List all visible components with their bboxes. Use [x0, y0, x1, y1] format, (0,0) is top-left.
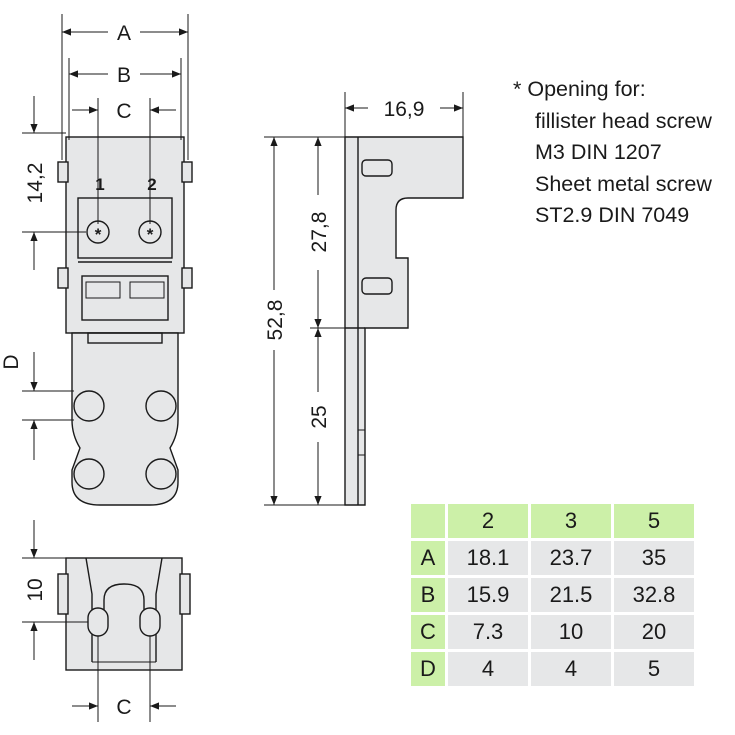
star-label-1: * — [95, 225, 102, 244]
dim-label-25: 25 — [308, 405, 331, 428]
table-header-row: 2 3 5 — [411, 504, 694, 538]
table-cell: 20 — [614, 615, 694, 649]
front-view: * * 1 2 A B C 14,2 D — [0, 14, 193, 506]
note-line-1: * Opening for: — [513, 77, 646, 101]
dim-label-c-bottom: C — [116, 696, 131, 719]
note-line-2: fillister head screw — [535, 108, 712, 133]
dim-label-c-top: C — [116, 100, 131, 123]
table-row-label: B — [411, 578, 445, 612]
dim-label-52-8: 52,8 — [264, 300, 287, 341]
table-cell: 4 — [531, 652, 611, 686]
table-row: A 18.1 23.7 35 — [411, 541, 694, 575]
table-cell: 23.7 — [531, 541, 611, 575]
star-label-2: * — [147, 225, 154, 244]
table-cell: 7.3 — [448, 615, 528, 649]
note-line-5: ST2.9 DIN 7049 — [535, 203, 690, 227]
side-view: 16,9 52,8 27,8 25 — [264, 92, 464, 506]
note-line-4: Sheet metal screw — [535, 171, 712, 196]
table-cell: 35 — [614, 541, 694, 575]
dim-label-10: 10 — [24, 578, 47, 601]
table-column-header: 5 — [614, 504, 694, 538]
table-corner — [411, 504, 445, 538]
table-cell: 10 — [531, 615, 611, 649]
table-column-header: 2 — [448, 504, 528, 538]
screw-note: * Opening for: fillister head screw M3 D… — [513, 74, 712, 232]
table-cell: 21.5 — [531, 578, 611, 612]
table-cell: 15.9 — [448, 578, 528, 612]
table-row-label: D — [411, 652, 445, 686]
table-cell: 5 — [614, 652, 694, 686]
pole-number-1: 1 — [95, 175, 104, 194]
dim-label-16-9: 16,9 — [384, 98, 425, 121]
bottom-view: 10 C — [22, 520, 191, 722]
dim-label-d: D — [0, 354, 23, 369]
dim-label-a: A — [117, 22, 131, 45]
dim-label-27-8: 27,8 — [308, 212, 331, 253]
dim-label-14-2: 14,2 — [24, 163, 47, 204]
table-row-label: C — [411, 615, 445, 649]
table-cell: 32.8 — [614, 578, 694, 612]
table-row: B 15.9 21.5 32.8 — [411, 578, 694, 612]
dim-label-b: B — [117, 64, 131, 87]
table-cell: 4 — [448, 652, 528, 686]
table-cell: 18.1 — [448, 541, 528, 575]
note-line-3: M3 DIN 1207 — [535, 140, 662, 164]
pole-number-2: 2 — [147, 175, 156, 194]
table-row: C 7.3 10 20 — [411, 615, 694, 649]
dimension-table: 2 3 5 A 18.1 23.7 35 B 15.9 21.5 32.8 C … — [408, 501, 697, 689]
table-row-label: A — [411, 541, 445, 575]
table-column-header: 3 — [531, 504, 611, 538]
table-row: D 4 4 5 — [411, 652, 694, 686]
